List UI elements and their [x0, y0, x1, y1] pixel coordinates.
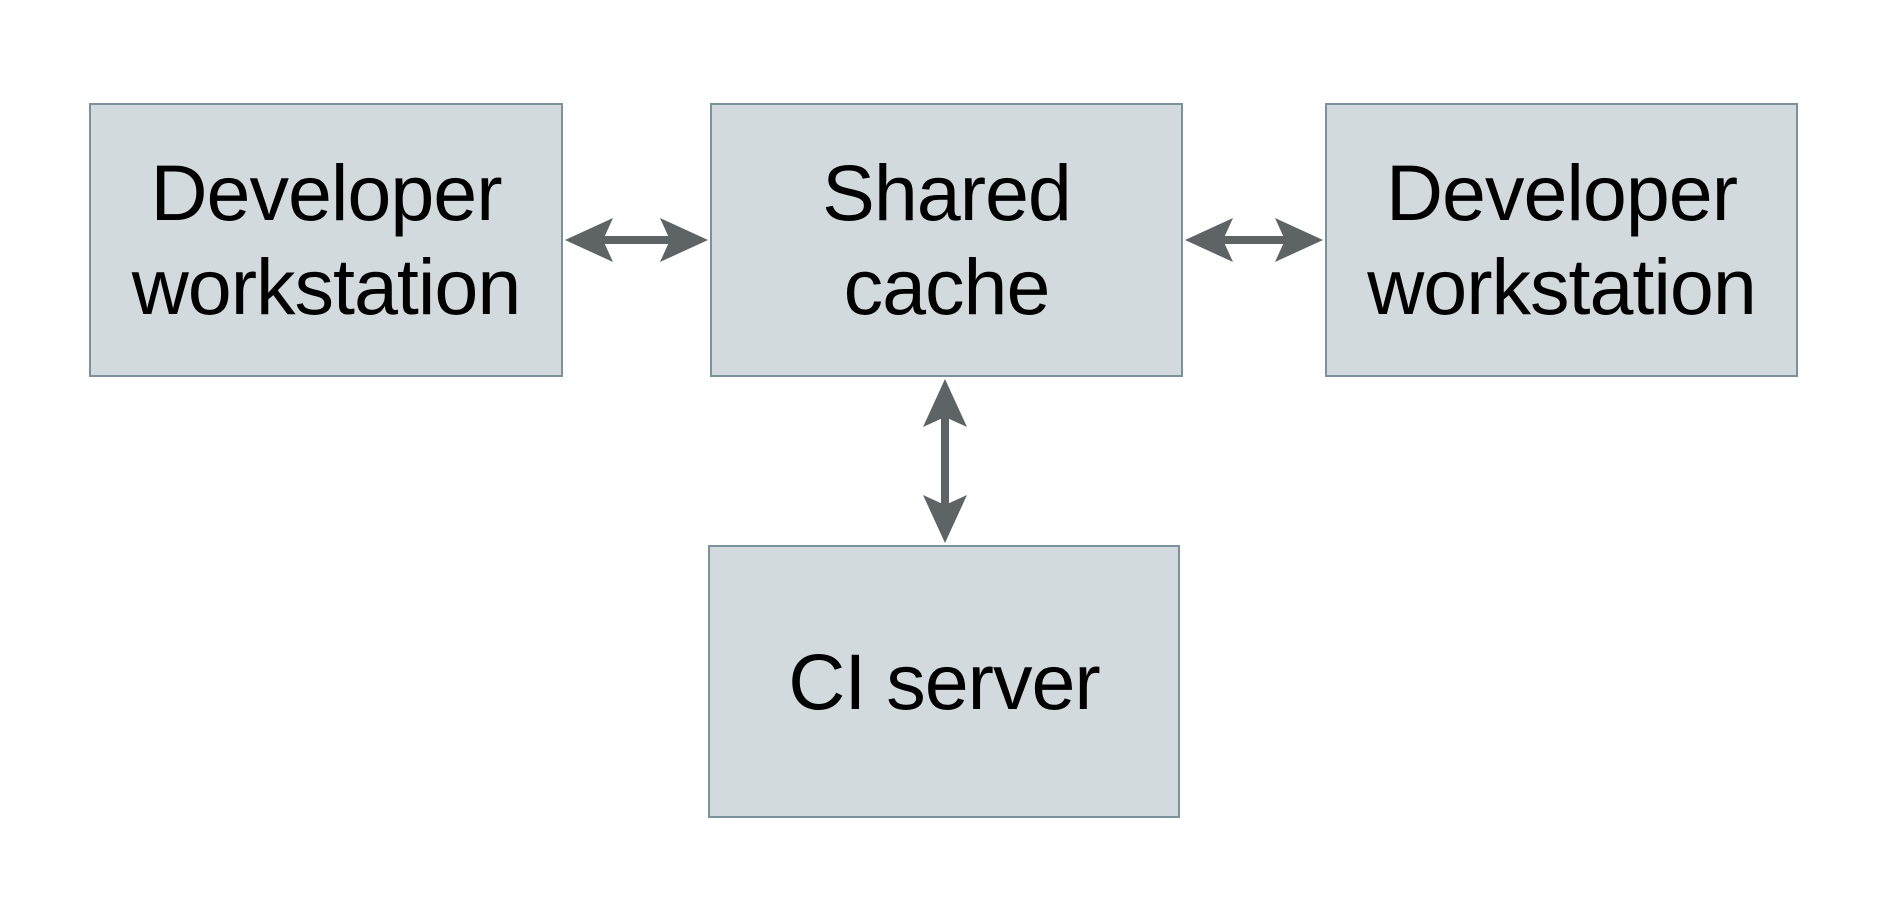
arrow-shared-cache-dev-right	[1185, 218, 1323, 262]
node-label: CI server	[788, 636, 1100, 726]
node-label: Developer workstation	[131, 148, 522, 331]
node-developer-workstation-left: Developer workstation	[89, 103, 563, 377]
arrow-dev-left-shared-cache	[565, 218, 708, 262]
node-label: Shared cache	[822, 148, 1072, 331]
node-developer-workstation-right: Developer workstation	[1325, 103, 1798, 377]
arrow-shared-cache-ci-server	[923, 379, 967, 543]
node-ci-server: CI server	[708, 545, 1180, 818]
node-shared-cache: Shared cache	[710, 103, 1183, 377]
node-label: Developer workstation	[1367, 148, 1757, 331]
